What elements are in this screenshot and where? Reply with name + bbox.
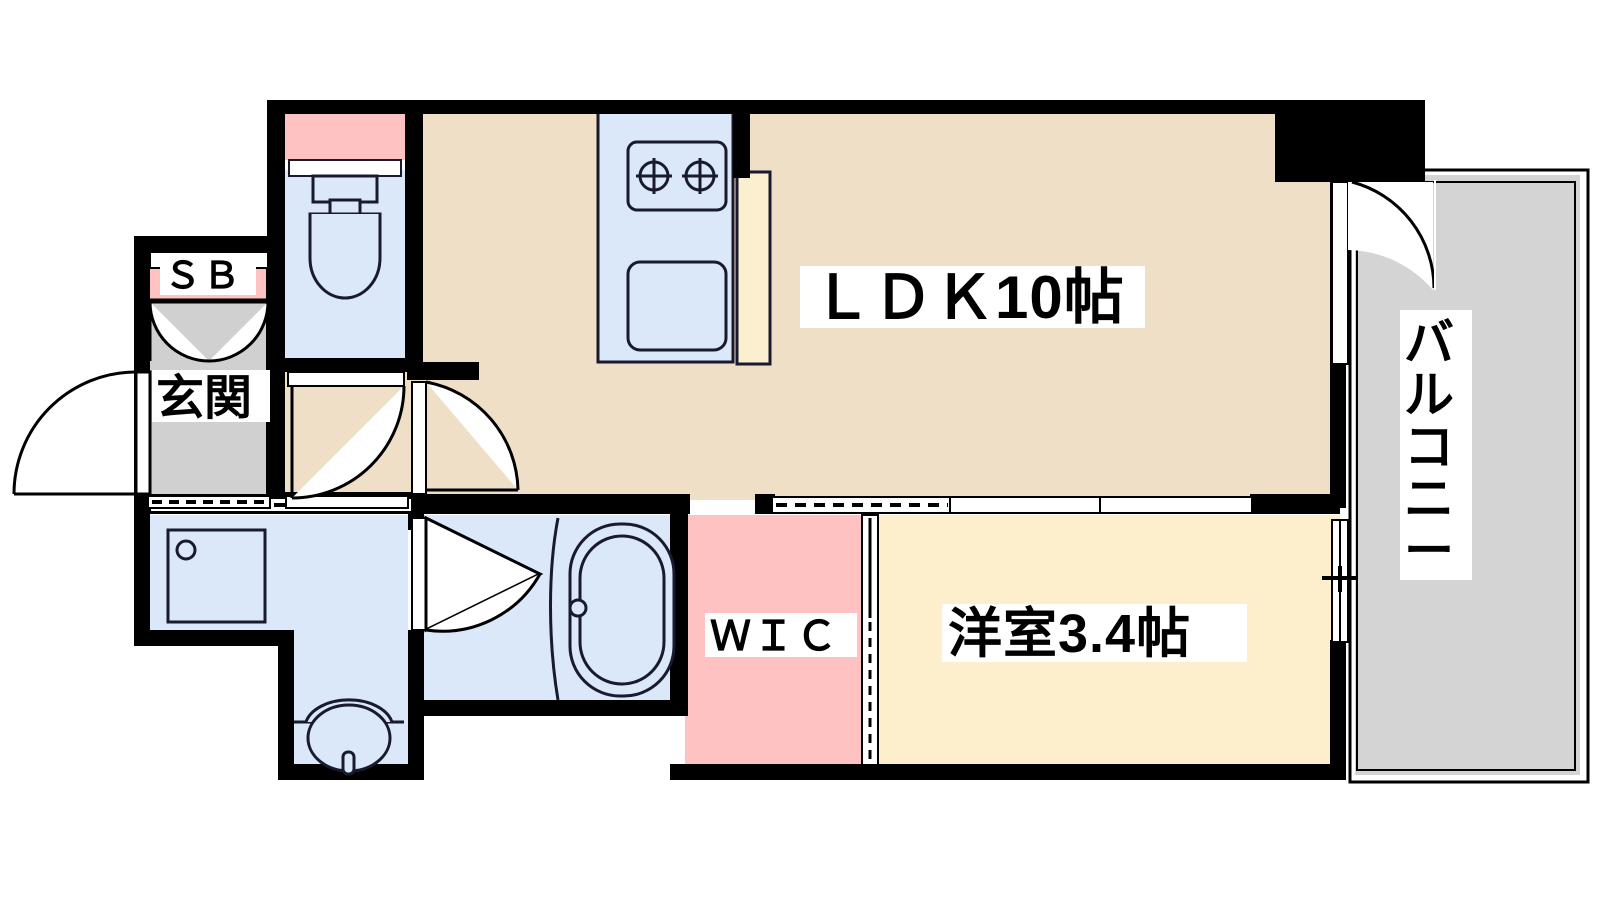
wall-washroom-step-h (134, 630, 294, 646)
wall-sb-top (134, 236, 284, 252)
wall-washroom-step-v (278, 630, 294, 780)
ldk-label: ＬＤＫ10帖 (812, 264, 1125, 331)
wall-top-main (267, 100, 1425, 114)
balcony-label-char-1: ル (1404, 367, 1454, 423)
wall-ldk-left-upper (407, 100, 423, 375)
wic-sliding-door[interactable] (861, 514, 879, 766)
balcony-label-char-2: コ (1404, 419, 1454, 475)
wall-mid-horizontal-5 (1250, 494, 1340, 514)
entrance-swing-door[interactable] (12, 370, 152, 496)
washing-machine-pan (166, 528, 267, 624)
balcony-outer-rail (1348, 168, 1590, 784)
wall-bath-right (670, 508, 688, 716)
ldk-window-left[interactable] (771, 496, 953, 514)
genkan-label-bg (152, 370, 270, 422)
wall-topright-block (1275, 100, 1425, 182)
wall-mid-horizontal-4 (755, 494, 775, 514)
wall-wic-bottom (670, 764, 880, 780)
hall-swing-door[interactable] (287, 371, 406, 500)
wall-bedroom-bottom (868, 764, 1346, 780)
balcony-door-track[interactable] (1331, 181, 1349, 365)
kitchen-counter-strip (735, 170, 772, 366)
sb-label: ＳＢ (164, 255, 242, 296)
genkan-threshold (147, 495, 271, 509)
toilet-tank-strip (285, 112, 405, 160)
bedroom-label: 洋室3.4帖 (948, 604, 1191, 664)
fixtures (166, 140, 728, 776)
balcony-label-char-3: ニ (1404, 471, 1454, 527)
doors (12, 180, 1436, 633)
room-labels: ＬＤＫ10帖 洋室3.4帖 ＷＩＣ 玄関 ＳＢ バ ル コ ニ ー (152, 255, 1472, 664)
bathroom-folding-door[interactable] (411, 515, 544, 633)
bedroom-label-bg (942, 604, 1247, 662)
balcony-label-char-0: バ (1404, 315, 1454, 371)
kitchen-sink (626, 260, 728, 352)
wash-basin (294, 698, 404, 776)
wall-hall-left (267, 358, 285, 508)
balcony-label-char-4: ー (1404, 523, 1454, 579)
balcony-label-bg (1400, 310, 1472, 580)
toilet-fixture (288, 159, 402, 300)
bathtub (549, 517, 676, 701)
wall-toilet-bottom (267, 358, 421, 372)
balcony-swing-door[interactable] (1348, 180, 1436, 290)
sb-label-bg (160, 255, 256, 295)
wic-label: ＷＩＣ (710, 613, 839, 659)
ldk-sliding-window[interactable] (949, 496, 1253, 514)
hall-threshold (285, 495, 409, 509)
bedroom-sliding-window[interactable] (1322, 519, 1358, 643)
wall-mid-horizontal-2 (410, 494, 672, 514)
wall-kitchen-stub (733, 110, 750, 178)
wall-bath-bottom (408, 700, 686, 716)
ldk-label-bg (800, 266, 1145, 328)
gas-stove-two-burner (626, 140, 728, 212)
wall-washroom-left (134, 494, 150, 644)
wic-label-bg (705, 613, 857, 657)
openings (147, 181, 1358, 766)
genkan-label: 玄関 (156, 372, 252, 425)
balcony-inner-rail (1356, 181, 1576, 771)
wall-bedroom-right-lower (1330, 640, 1346, 780)
ldk-swing-door[interactable] (411, 380, 520, 495)
wall-ldk-door-head (407, 362, 479, 380)
